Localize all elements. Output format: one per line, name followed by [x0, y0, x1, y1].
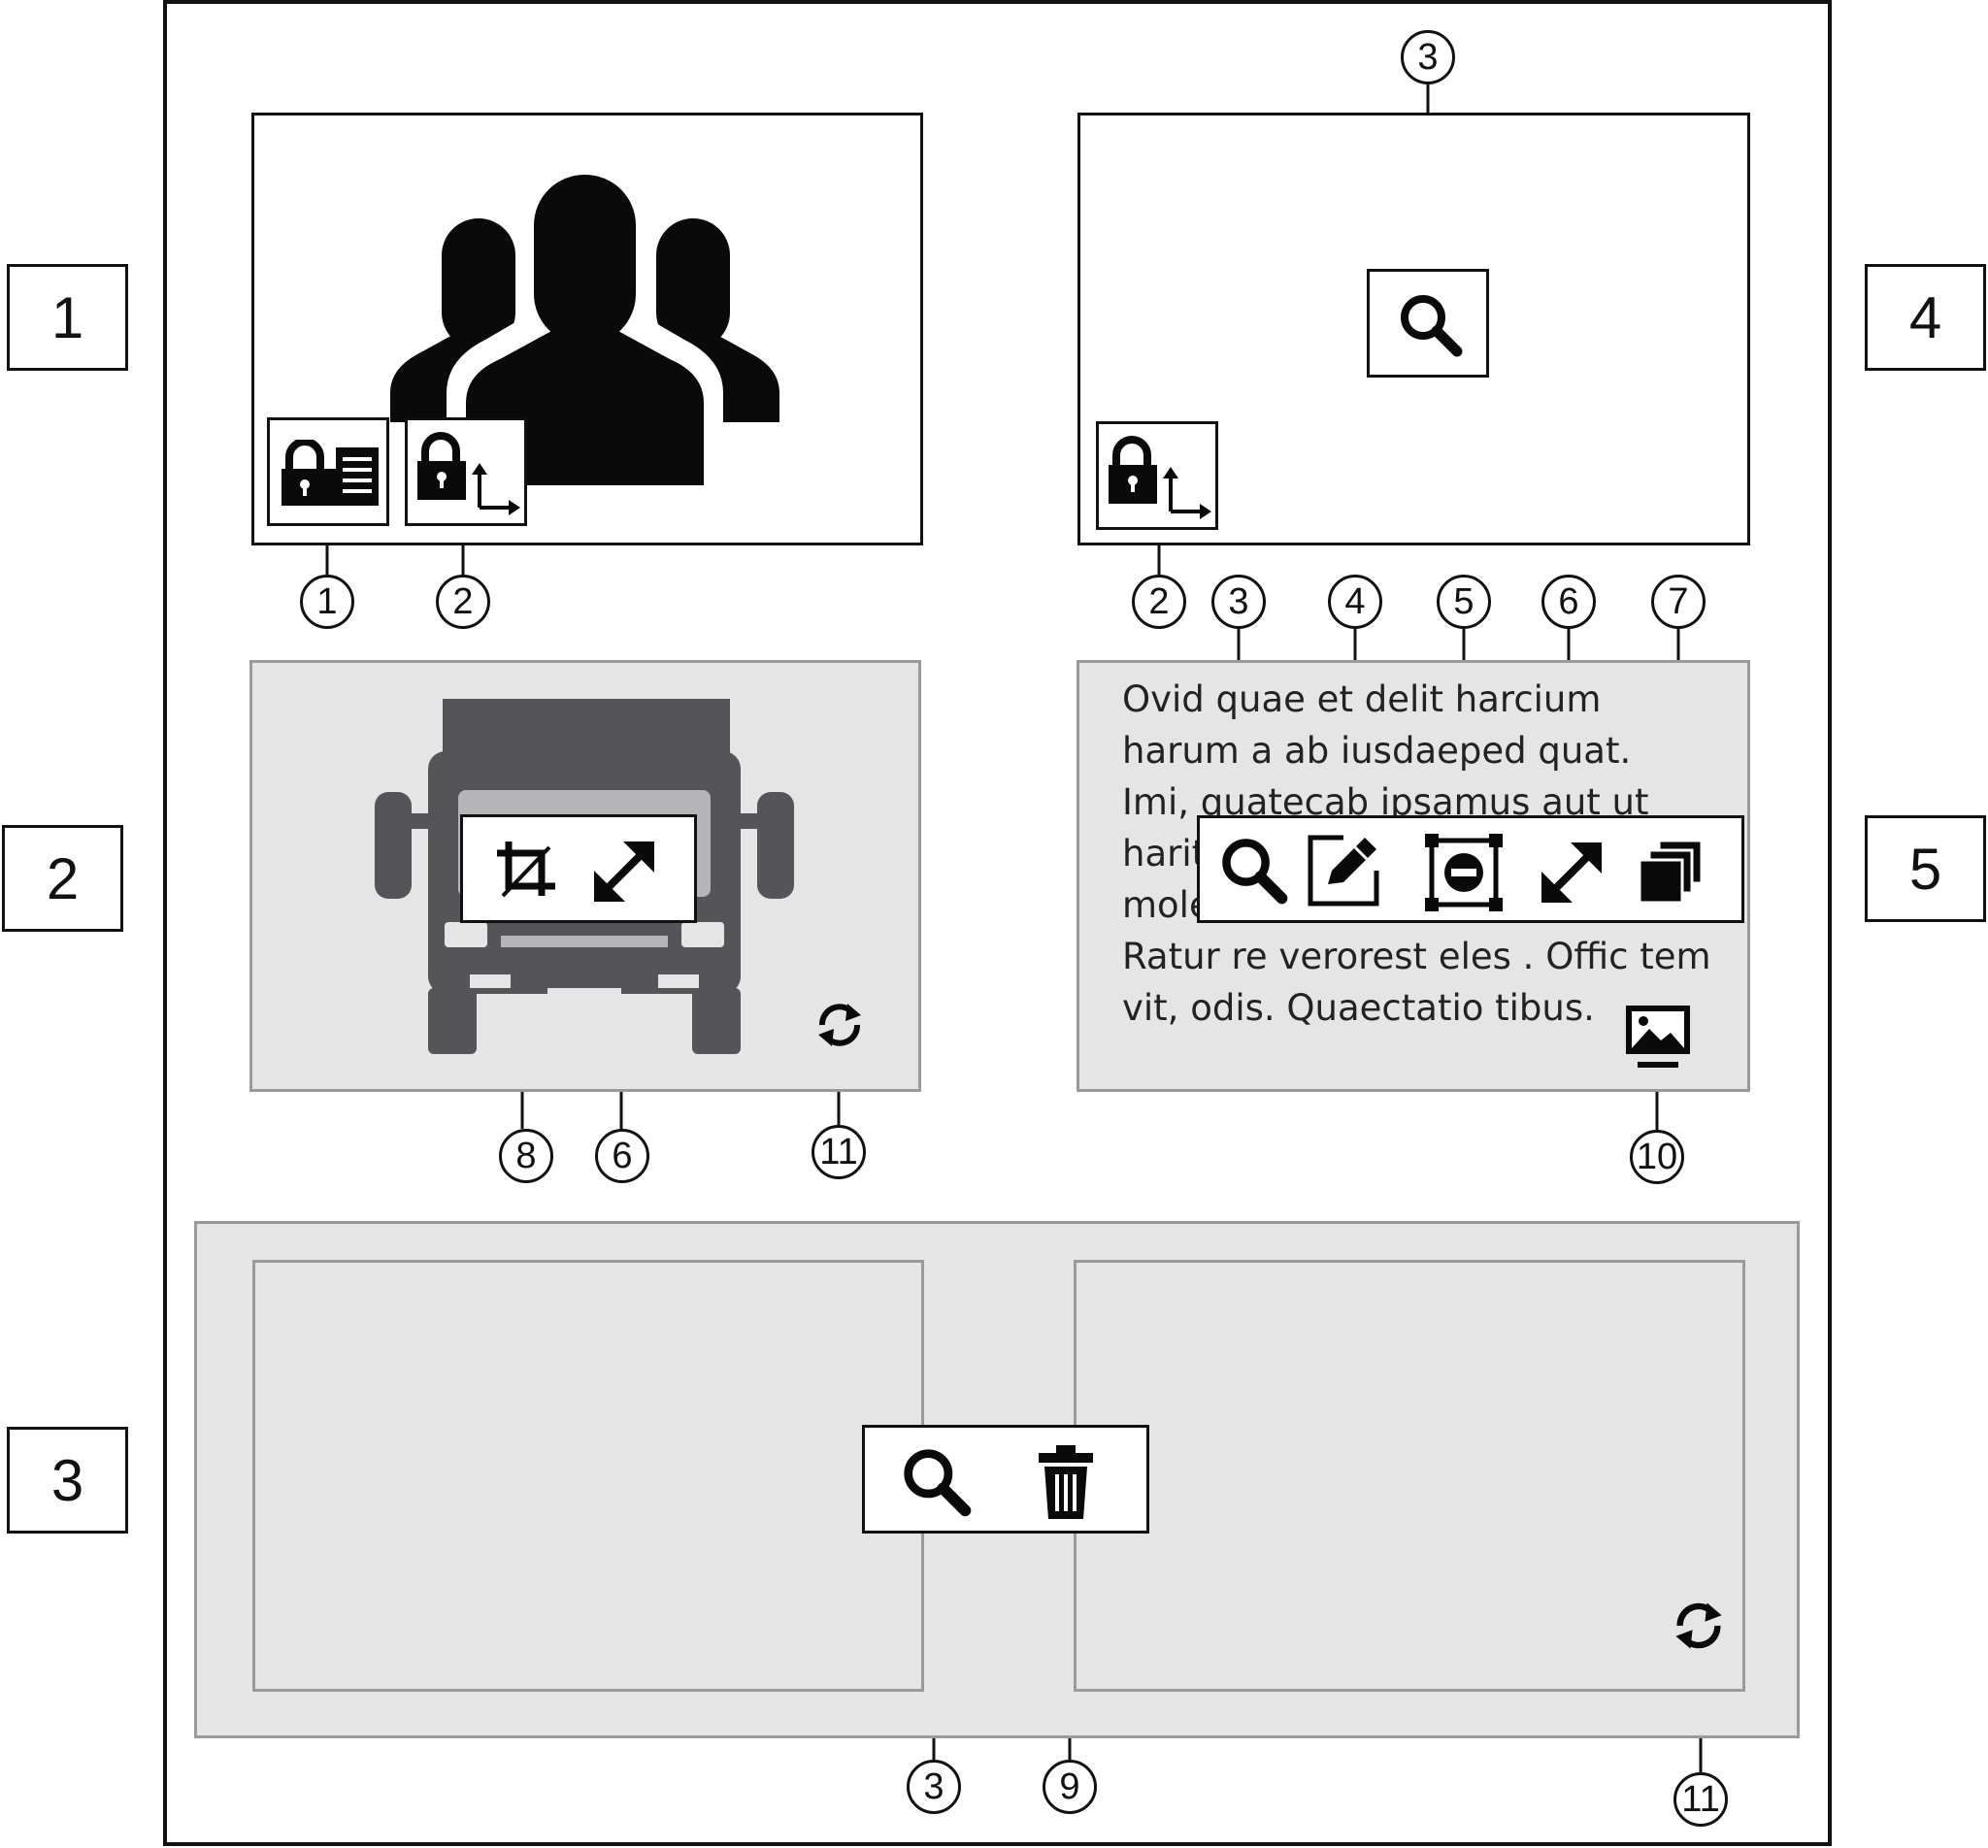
layers-button[interactable]	[1633, 836, 1706, 909]
callout-edit: 4	[1328, 575, 1382, 629]
callout-expand: 6	[595, 1129, 649, 1183]
refresh-icon[interactable]	[1670, 1597, 1728, 1655]
callout-remove: 5	[1437, 575, 1491, 629]
search-icon	[1222, 839, 1288, 905]
callout-lock-axis: 2	[1132, 575, 1186, 629]
lock-axis-icon	[417, 432, 520, 515]
callout-refresh: 11	[812, 1125, 866, 1179]
lock-axis-icon	[1109, 436, 1211, 519]
callout-search-top: 3	[1401, 30, 1455, 84]
callout-image: 10	[1630, 1130, 1684, 1184]
callout-expand: 6	[1541, 575, 1596, 629]
edit-button[interactable]	[1303, 830, 1386, 911]
text-line: mole	[1122, 884, 1211, 926]
callout-search: 3	[907, 1760, 961, 1814]
text-line: harit	[1122, 833, 1207, 874]
callout-trash: 9	[1043, 1760, 1097, 1814]
edit-icon	[1308, 835, 1379, 907]
refresh-icon[interactable]	[812, 998, 867, 1052]
expand-button[interactable]	[1535, 836, 1608, 909]
expand-icon	[594, 842, 654, 902]
remove-selection-icon	[1425, 834, 1503, 911]
search-button[interactable]	[1217, 834, 1291, 908]
callout-search: 3	[1211, 575, 1266, 629]
side-label-3: 3	[7, 1427, 128, 1534]
crop-button[interactable]	[492, 837, 560, 905]
lock-axis-button[interactable]	[405, 417, 527, 526]
lock-card-icon	[282, 440, 379, 506]
gallery-slot-left[interactable]	[252, 1260, 924, 1692]
side-label-2: 2	[2, 825, 123, 932]
callout-crop: 8	[499, 1129, 553, 1183]
expand-button[interactable]	[587, 835, 661, 908]
text-line: Ovid quae et delit harcium	[1122, 678, 1602, 720]
image-toolbar	[460, 814, 697, 923]
callout-lock-axis: 2	[436, 575, 490, 629]
crop-icon	[497, 842, 555, 898]
callout-refresh: 11	[1673, 1772, 1728, 1827]
gallery-toolbar	[862, 1425, 1149, 1534]
search-button[interactable]	[1367, 269, 1489, 378]
text-line: vit, odis. Quaectatio tibus.	[1122, 987, 1595, 1029]
callout-lock-card: 1	[300, 575, 354, 629]
text-line: Ratur re verorest eles . Offic tem	[1122, 936, 1711, 977]
panel-5-paragraph: Ovid quae et delit harcium harum a ab iu…	[1122, 674, 1711, 1034]
lock-card-button[interactable]	[267, 417, 389, 526]
gallery-slot-right[interactable]	[1074, 1260, 1745, 1692]
expand-icon	[1541, 842, 1602, 903]
text-line: harum a ab iusdaeped quat.	[1122, 730, 1632, 772]
text-toolbar	[1197, 815, 1744, 923]
search-button[interactable]	[898, 1443, 976, 1521]
image-icon[interactable]	[1624, 1004, 1692, 1072]
side-label-5: 5	[1865, 815, 1986, 922]
trash-icon	[1039, 1445, 1093, 1519]
layers-icon	[1638, 839, 1704, 905]
lock-axis-button[interactable]	[1096, 421, 1218, 530]
search-icon	[1401, 295, 1463, 357]
page-frame	[163, 0, 1832, 1846]
callout-layers: 7	[1651, 575, 1706, 629]
side-label-1: 1	[7, 264, 128, 371]
users-group-icon	[390, 175, 779, 485]
remove-selection-button[interactable]	[1423, 832, 1505, 913]
trash-button[interactable]	[1032, 1441, 1100, 1523]
side-label-4: 4	[1865, 264, 1986, 371]
search-icon	[904, 1449, 972, 1517]
